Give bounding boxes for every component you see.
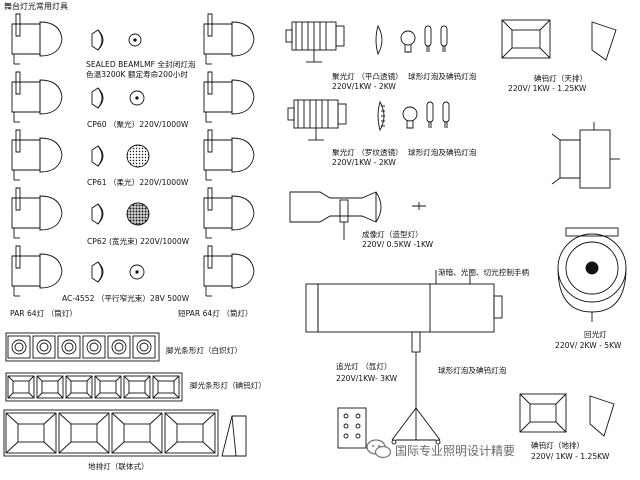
fresnel-spec: 220V/1KW - 2KW <box>332 82 396 91</box>
lamp-face-sealed <box>128 33 142 47</box>
cyc-spec: 220V/ 2KW - 5KW <box>555 341 622 350</box>
lens-plano <box>375 24 383 56</box>
lamp-face-cp61 <box>126 144 150 168</box>
wechat-icon <box>366 439 392 459</box>
follow-spec: 220V/1KW- 3KW <box>336 374 398 383</box>
flood2-spec: 220V/ 1KW - 1.25KW <box>531 452 610 461</box>
fresnel-label: 聚光灯 （平凸透镜） <box>332 72 403 81</box>
lamp-side-5 <box>91 261 104 283</box>
par-can-left-3 <box>11 129 63 181</box>
lamp-face-cp60 <box>129 90 145 106</box>
sealed-beam-label: SEALED BEAMLMF 全封闭灯泡 <box>86 60 196 69</box>
bulb-tube-1 <box>424 25 432 52</box>
bulb-round-2 <box>402 106 418 129</box>
profile-spot <box>289 191 426 240</box>
short-par64-label: 短PAR 64灯 （筒灯） <box>178 309 253 318</box>
flood-label: 碘钨灯（天排） <box>534 74 588 83</box>
bulb-tube-2 <box>440 25 448 52</box>
par-can-left-5 <box>11 245 63 297</box>
follow-spot <box>305 270 503 449</box>
par-can-left-4 <box>11 187 63 239</box>
cyc-label: 回光灯 <box>584 330 607 339</box>
profile-label: 成像灯（造型灯） <box>362 230 423 239</box>
lamp-side-3 <box>91 145 104 167</box>
par-can-left-2 <box>11 71 63 123</box>
watermark-text: 国际专业照明设计精要 <box>395 444 516 458</box>
sealed-beam-spec: 色温3200K 额定寿命200小时 <box>86 70 188 79</box>
par-can-right-5 <box>203 245 255 297</box>
cp60-label: CP60 （聚光）220V/1000W <box>87 120 189 129</box>
lamp-side-1 <box>91 29 104 51</box>
fresnel-light-1 <box>285 21 345 63</box>
follow-label: 追光灯 （氙灯） <box>336 362 392 371</box>
profile-spec: 220V/ 0.5KW -1KW <box>362 240 434 249</box>
ac4552-label: AC-4552 （平行窄光束）28V 500W <box>62 294 190 303</box>
lamp-side-2 <box>91 87 104 109</box>
flood-light-bottom <box>519 393 615 437</box>
strip-white-label: 脚光条形灯（白炽灯） <box>166 346 242 355</box>
strip-iodine-label: 脚光条形灯（碘钨灯） <box>190 381 266 390</box>
fresnel2-spec: 220V/1KW - 2KW <box>332 158 396 167</box>
bulb-tube-3 <box>426 101 434 128</box>
par-can-right-1 <box>203 13 255 65</box>
follow-bulbs-label: 球形灯泡及碘钨灯泡 <box>438 366 507 375</box>
par-can-left-1 <box>11 13 63 65</box>
strip-light-white <box>5 332 160 362</box>
fresnel-light-2 <box>287 99 347 141</box>
ground-row-label: 地排灯（联体式） <box>88 462 149 471</box>
lamp-side-4 <box>91 203 104 225</box>
cp61-label: CP61 （柔光）220V/1000W <box>87 178 189 187</box>
flood2-label: 碘钨灯（地排） <box>531 441 585 450</box>
follow-controls-label: 渐暗、光圈、切光控制手柄 <box>438 268 530 277</box>
par-can-right-2 <box>203 71 255 123</box>
par-can-right-4 <box>203 187 255 239</box>
ground-row-lights <box>3 409 247 457</box>
fresnel2-bulbs-label: 球形灯泡及碘钨灯泡 <box>408 148 477 157</box>
par64-label: PAR 64灯 （筒灯） <box>10 309 78 318</box>
flood-light-top <box>501 19 617 61</box>
cp62-label: CP62 (宽光束) 220V/1000W <box>87 237 190 246</box>
lamp-face-cp62 <box>126 202 150 226</box>
lens-fresnel <box>377 100 385 132</box>
flood-spec: 220V/ 1KW - 1.25KW <box>508 84 587 93</box>
barn-door-spot <box>551 122 620 189</box>
strip-light-iodine <box>5 372 183 402</box>
fresnel2-label: 聚光灯 （罗纹透镜） <box>332 148 403 157</box>
page-title: 舞台灯光常用灯具 <box>4 2 68 11</box>
par-can-right-3 <box>203 129 255 181</box>
bulb-tube-4 <box>442 101 450 128</box>
bulb-round-1 <box>400 30 416 53</box>
cyc-light <box>557 227 627 322</box>
lamp-face-ac4552 <box>129 264 145 280</box>
fresnel-bulbs-label: 球形灯泡及碘钨灯泡 <box>408 72 477 81</box>
